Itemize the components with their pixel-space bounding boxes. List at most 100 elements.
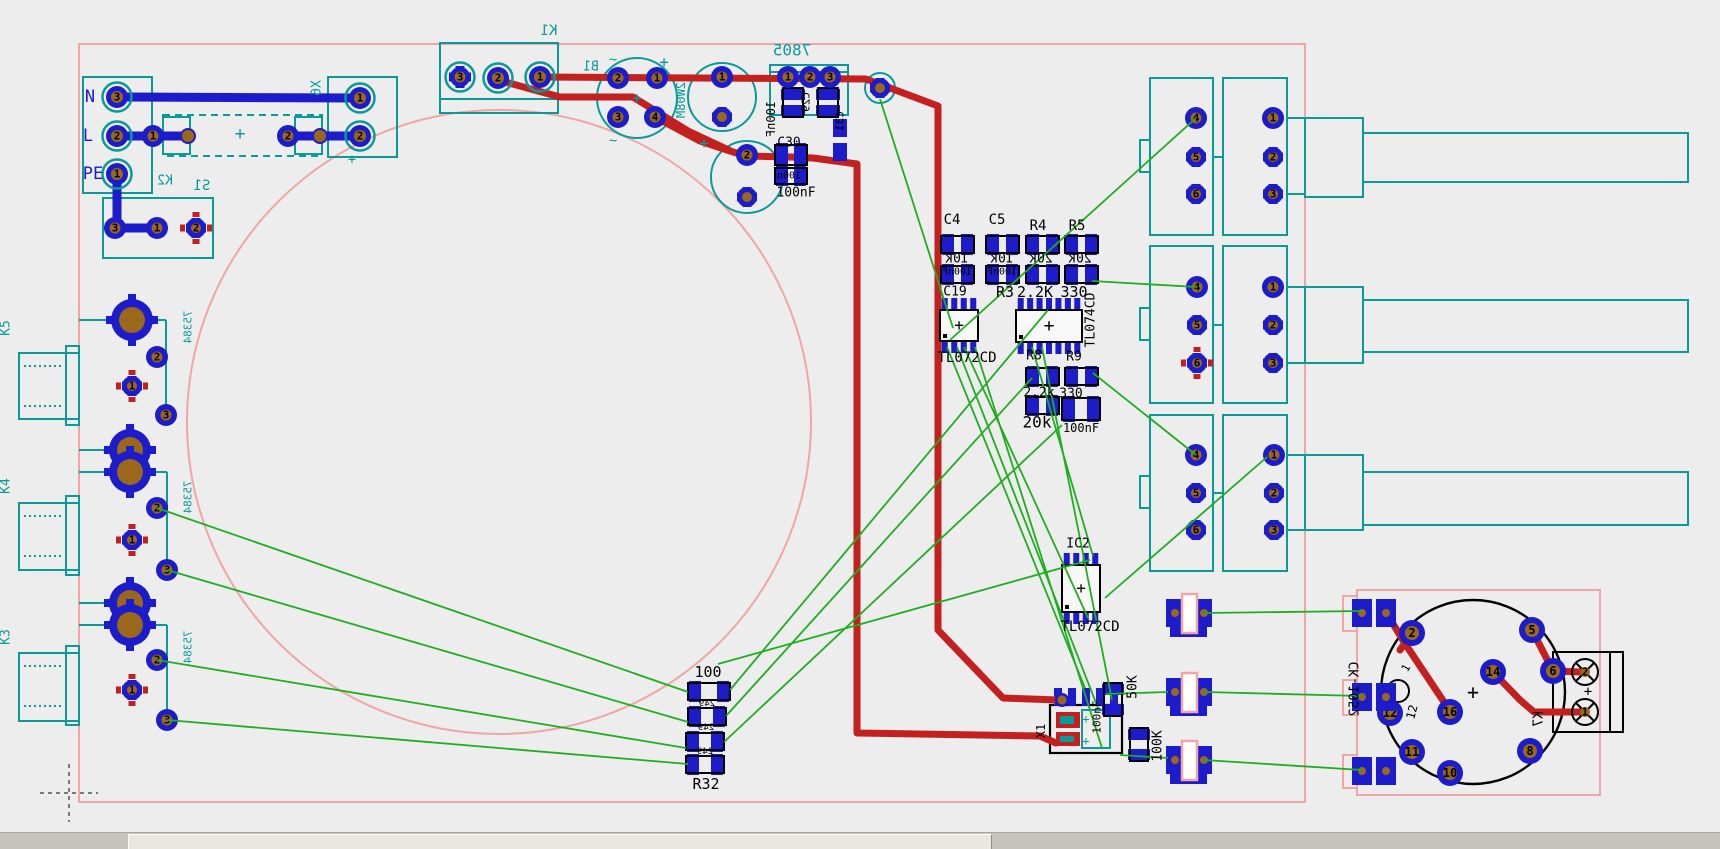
smd-component[interactable]	[1025, 264, 1060, 285]
silkscreen-label[interactable]: 2.2k	[1023, 386, 1054, 401]
smd-pad[interactable]	[781, 89, 805, 100]
smd-pad[interactable]	[794, 166, 806, 186]
smd-pad[interactable]	[1027, 264, 1039, 285]
smd-pad[interactable]	[711, 731, 723, 752]
silkscreen-label[interactable]: C31	[834, 111, 847, 131]
airwire[interactable]	[717, 559, 1091, 665]
pad-5[interactable]: 5	[1187, 315, 1207, 335]
smd-component[interactable]	[774, 143, 808, 167]
silkscreen-label[interactable]: 7805	[773, 41, 812, 60]
silkscreen-label[interactable]: +	[348, 152, 356, 168]
pad-3[interactable]: 3	[444, 61, 476, 93]
pad-6[interactable]: 6	[1186, 184, 1206, 204]
pad-3[interactable]: 3	[607, 106, 629, 128]
pad-4[interactable]: 4	[644, 106, 666, 128]
silkscreen-label[interactable]: R5	[1069, 218, 1086, 234]
pad[interactable]	[1171, 688, 1179, 696]
smd-pad[interactable]	[1006, 234, 1018, 255]
smd-pad[interactable]	[1027, 234, 1039, 255]
smd-pad[interactable]	[717, 681, 729, 702]
smd-body[interactable]	[687, 707, 727, 726]
pad[interactable]	[1171, 756, 1179, 764]
smd-component[interactable]	[940, 234, 975, 255]
smd-body[interactable]	[985, 235, 1020, 254]
smd-pad[interactable]	[1128, 749, 1150, 760]
silkscreen-label[interactable]: X6	[310, 80, 325, 96]
silkscreen-label[interactable]: +	[1467, 680, 1479, 704]
pad[interactable]	[1376, 757, 1396, 785]
pad-2[interactable]: 2	[482, 62, 514, 94]
ic-pin[interactable]	[1017, 341, 1024, 354]
ic-pin[interactable]	[1064, 298, 1071, 311]
airwire[interactable]	[1105, 691, 1169, 695]
silkscreen-label[interactable]: 10k	[945, 252, 969, 267]
horizontal-scrollbar[interactable]	[0, 832, 1720, 849]
pad-1[interactable]: 1	[101, 158, 133, 190]
silkscreen-label[interactable]: 330	[1059, 387, 1082, 402]
pad-1[interactable]: 1	[142, 125, 164, 147]
pad-8[interactable]: 8	[1517, 738, 1543, 764]
silkscreen-label[interactable]: S1	[194, 178, 211, 194]
smd-component[interactable]	[774, 166, 808, 186]
smd-pad[interactable]	[1027, 395, 1039, 416]
pad[interactable]	[106, 294, 158, 346]
smd-component[interactable]	[781, 87, 805, 118]
smd-pad[interactable]	[816, 105, 840, 116]
airwire[interactable]	[156, 507, 689, 693]
smd-component[interactable]	[1128, 727, 1150, 762]
pad[interactable]	[1055, 693, 1069, 707]
ic-pin[interactable]	[1046, 298, 1052, 311]
silkscreen-label[interactable]: 100K	[1151, 730, 1166, 761]
smd-pad[interactable]	[1102, 684, 1124, 695]
smd-component[interactable]	[940, 264, 975, 285]
silkscreen-label[interactable]: R32	[692, 775, 719, 793]
silkscreen-label[interactable]: 249	[698, 723, 714, 733]
airwire[interactable]	[1092, 372, 1197, 456]
silkscreen-label[interactable]: TL074CD	[1084, 292, 1099, 347]
pad[interactable]	[104, 599, 156, 651]
pad-1[interactable]: 1	[1262, 107, 1284, 129]
smd-pad[interactable]	[1027, 366, 1039, 387]
airwire[interactable]	[1203, 610, 1363, 614]
trace-top[interactable]	[651, 113, 734, 155]
silkscreen-label[interactable]: 330	[1060, 283, 1087, 301]
silkscreen-label[interactable]: +	[235, 124, 246, 145]
pad[interactable]	[1352, 683, 1372, 711]
airwire[interactable]	[1119, 754, 1169, 759]
pad-16[interactable]: 16	[1437, 699, 1463, 725]
smd-pad[interactable]	[942, 264, 954, 285]
pad-1[interactable]: 1	[777, 66, 799, 88]
airwire[interactable]	[1203, 691, 1363, 697]
silkscreen-label[interactable]: TL072CD	[1060, 619, 1119, 635]
silkscreen-label[interactable]: 100nF	[776, 186, 815, 201]
airwire[interactable]	[963, 346, 1089, 619]
silkscreen-label[interactable]: 20k	[1023, 413, 1052, 432]
soic-ic[interactable]	[1015, 298, 1083, 354]
airwire[interactable]	[879, 98, 954, 329]
ic-pin[interactable]	[960, 340, 967, 353]
airwire[interactable]	[723, 424, 1063, 743]
silkscreen-label[interactable]: 12	[1403, 703, 1420, 721]
silkscreen-label[interactable]: K3	[0, 629, 14, 645]
pad[interactable]	[312, 128, 328, 144]
pad-5[interactable]: 5	[1519, 617, 1545, 643]
silkscreen-label[interactable]: PE	[83, 164, 103, 184]
smd-body[interactable]	[940, 265, 975, 284]
smd-component[interactable]	[687, 706, 727, 727]
smd-body[interactable]	[1025, 235, 1060, 254]
smd-pad[interactable]	[987, 264, 999, 285]
smd-component[interactable]	[1064, 366, 1099, 387]
pad-1[interactable]: 1	[116, 524, 148, 556]
pad-10[interactable]: 10	[1437, 760, 1463, 786]
silkscreen-label[interactable]: 10k	[990, 252, 1014, 267]
pad-5[interactable]: 5	[1186, 147, 1206, 167]
pad-3[interactable]: 3	[1264, 520, 1284, 540]
silkscreen-label[interactable]: K4	[0, 478, 14, 494]
pad-5[interactable]: 5	[1186, 483, 1206, 503]
airwire[interactable]	[1041, 346, 1113, 701]
smd-pad[interactable]	[1066, 264, 1078, 285]
silkscreen-label[interactable]: 249	[697, 747, 713, 757]
ic-body[interactable]	[1015, 309, 1083, 343]
pad[interactable]	[1352, 599, 1372, 627]
